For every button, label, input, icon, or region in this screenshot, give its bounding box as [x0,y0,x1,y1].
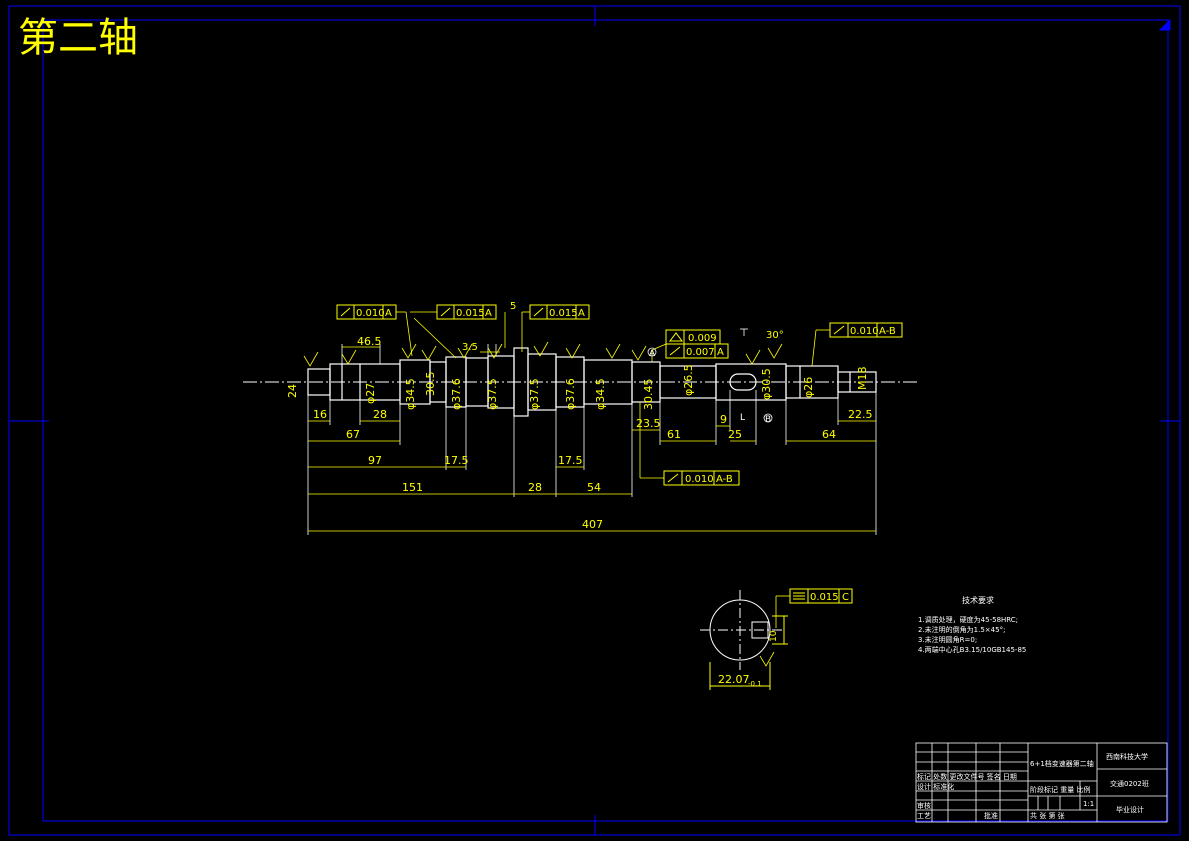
dim-9: 9 [720,413,727,426]
tb-drawing-name: 6+1档变速器第二轴 [1030,759,1094,768]
gdt-7-value: 0.010 [850,326,879,337]
dim-5: 5 [510,301,516,312]
tb-revision-header: 标记 处数 更改文件号 签名 日期 [917,772,1017,781]
gdt-8-value: 0.015 [810,592,839,603]
dim-28b: 28 [528,481,542,494]
dia-m18: M18 [856,367,869,391]
gdt-6-ref: A-B [716,474,733,485]
dim-angle-30: 30° [766,330,784,341]
tech-item-4: 4.两端中心孔B3.15/10GB145-85 [918,645,1026,654]
datum-labels: A B L [649,349,771,425]
dia-24: 24 [286,384,299,398]
gdt-4-value: 0.009 [688,333,717,344]
dim-97: 97 [368,454,382,467]
dim-28a: 28 [373,408,387,421]
dim-23-5: 23.5 [636,417,661,430]
gdt-frame-8: 0.015 C [789,588,853,604]
dia-30-45: 30.45 [642,379,655,411]
gdt-leaders [396,311,830,628]
gdt-1-value: 0.010 [356,308,385,319]
gdt-5-ref: A [717,347,724,358]
extension-lines [307,344,877,535]
section-depth: 10 [769,630,779,642]
datum-marks [647,328,773,423]
gdt-3-ref: A [578,308,585,319]
dim-17-5b: 17.5 [558,454,583,467]
shaft-outline [307,347,877,417]
title-block-texts: 6+1档变速器第二轴 西南科技大学 交通0202班 毕业设计 1:1 标记 处数… [917,752,1149,820]
drawing-title: 第二轴 [18,15,138,61]
dim-section-width: 22.07 [718,673,750,686]
dim-67: 67 [346,428,360,441]
dia-30-5a: 30.5 [424,372,437,397]
gdt-8-ref: C [842,592,849,603]
tech-requirements: 技术要求 1.调质处理，硬度为45-58HRC; 2.未注明的倒角为1.5×45… [918,595,1026,654]
dia-30-5b: φ30.5 [760,368,773,400]
tech-item-3: 3.未注明圆角R=0; [918,635,977,644]
dimension-texts: 46.5 3.5 5 16 28 67 97 17.5 151 28 54 17… [313,301,873,688]
roughness-symbols [303,341,783,667]
tb-design-type: 毕业设计 [1116,805,1144,814]
gdt-2-value: 0.015 [456,308,485,319]
section-view [700,590,788,690]
dim-151: 151 [402,481,423,494]
tb-design-row: 设计 标准化 [917,782,954,791]
datum-a: A [649,349,656,359]
dim-61: 61 [667,428,681,441]
dia-34-5b: φ34.5 [594,378,607,410]
gdt-5-value: 0.007 [686,347,715,358]
tb-process: 工艺 [917,812,931,820]
dim-25: 25 [728,428,742,441]
tb-class: 交通0202班 [1110,779,1149,788]
gdt-6-value: 0.010 [685,474,714,485]
dim-407: 407 [582,518,603,531]
gdt-frames: 0.010 A 0.015 A 0.015 A 0.009 0.00 [336,304,903,604]
dia-37-6b: φ37.6 [564,378,577,410]
dia-26: φ26 [802,377,815,398]
dimension-lines [308,312,876,532]
tb-school: 西南科技大学 [1106,752,1148,761]
gdt-3-value: 0.015 [549,308,578,319]
dia-37-5b: φ37.5 [528,378,541,410]
gdt-frame-6: 0.010 A-B [663,470,740,486]
gdt-frame-5: 0.007 A [665,343,729,359]
datum-b: B [765,415,771,425]
tb-stage-header: 阶段标记 重量 比例 [1030,785,1090,794]
datum-l: L [740,413,745,423]
gdt-frame-1: 0.010 A [336,304,397,320]
tb-review: 审核 [917,801,931,810]
tb-sheets: 共 张 第 张 [1030,811,1065,820]
dia-34-5a: φ34.5 [404,378,417,410]
gdt-1-ref: A [385,308,392,319]
dim-17-5a: 17.5 [444,454,469,467]
dim-16: 16 [313,408,327,421]
tb-scale: 1:1 [1083,800,1094,808]
gdt-frame-7: 0.010 A-B [829,322,903,338]
dia-27: φ27 [364,383,377,404]
dia-26-5: φ26.5 [682,364,695,396]
tech-item-2: 2.未注明的倒角为1.5×45°; [918,625,1005,634]
tech-heading: 技术要求 [962,595,994,605]
dim-3-5: 3.5 [462,342,478,353]
tech-item-1: 1.调质处理，硬度为45-58HRC; [918,615,1018,624]
dia-37-6a: φ37.6 [450,378,463,410]
dim-54: 54 [587,481,601,494]
dim-46-5: 46.5 [357,335,382,348]
tb-approve: 批准 [984,811,998,820]
gdt-2-ref: A [485,308,492,319]
gdt-frame-2: 0.015 A [436,304,497,320]
gdt-7-ref: A-B [879,326,896,337]
title-block [915,742,1168,823]
dim-section-tol: -0.1 [748,680,762,688]
dim-64: 64 [822,428,836,441]
diameter-texts: 24 φ27 φ34.5 30.5 φ37.6 φ37.5 φ37.5 φ37.… [286,364,869,642]
dia-37-5a: φ37.5 [486,378,499,410]
sheet-border [8,5,1181,836]
dim-22-5: 22.5 [848,408,873,421]
gdt-frame-3: 0.015 A [529,304,590,320]
gdt-frame-4: 0.009 [665,329,721,345]
